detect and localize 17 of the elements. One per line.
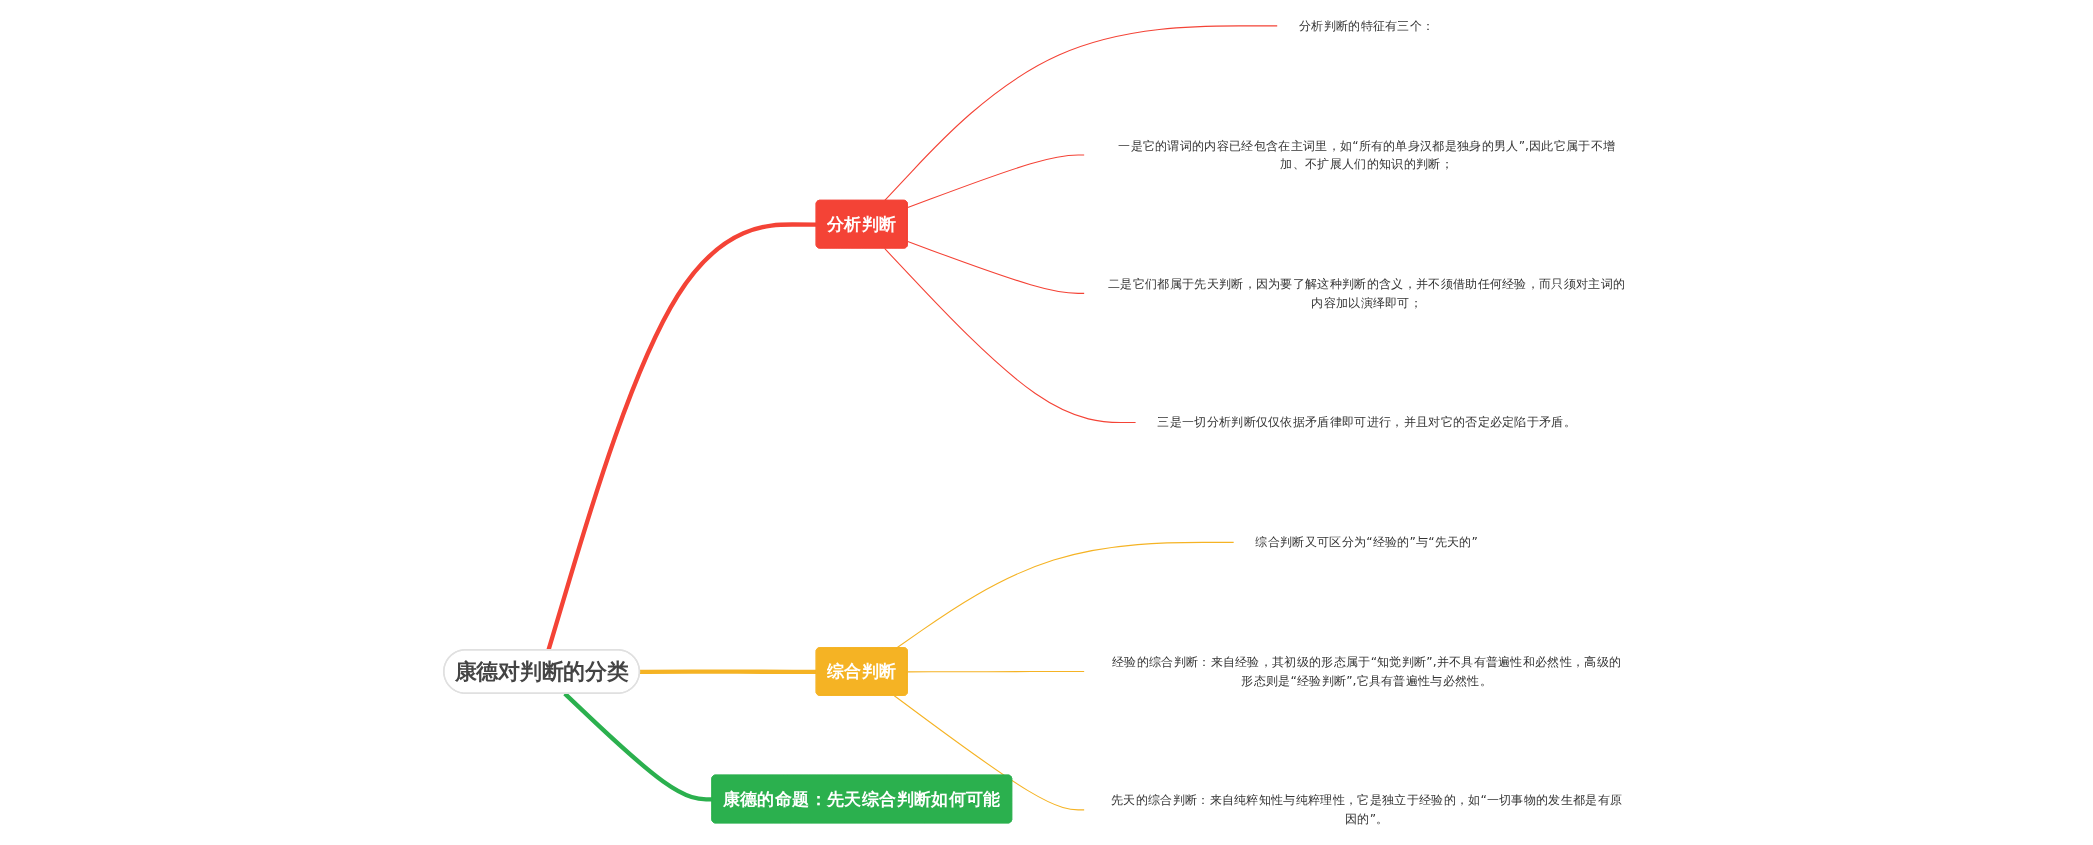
node-text: 分析判断的特征有三个： <box>1298 18 1435 33</box>
node-text: 综合判断又可区分为“经验的”与“先天的” <box>1255 534 1478 550</box>
connector <box>884 25 1278 202</box>
connector <box>896 541 1235 649</box>
connector <box>884 247 1137 424</box>
connector <box>563 692 713 802</box>
connector <box>907 240 1085 294</box>
connector <box>639 669 817 675</box>
connector <box>893 695 1085 811</box>
node-text: 经验的综合判断：来自经验，其初级的形态属于“知觉判断”,并不具有普遍性和必然性，高级的形态则是“经验判断”,它具有普遍性与必然性。 <box>1112 654 1622 688</box>
connector <box>907 670 1085 673</box>
node-text: 一是它的谓词的内容已经包含在主词里，如“所有的单身汉都是独身的男人”,因此它属于不增加、不扩展人们的知识的判断； <box>1118 138 1616 171</box>
node-text: 先天的综合判断：来自纯粹知性与纯粹理性，它是独立于经验的，如“一切事物的发生都是有原因的”。 <box>1111 792 1623 826</box>
node-text: 二是它们都属于先天判断，因为要了解这种判断的含义，并不须借助任何经验，而只须对主词的内容加以演绎即可； <box>1108 276 1626 310</box>
node-text: 三是一切分析判断仅仅依据矛盾律即可进行，并且对它的否定必定陷于矛盾。 <box>1157 414 1577 430</box>
connector <box>546 222 817 651</box>
connector <box>907 154 1085 209</box>
